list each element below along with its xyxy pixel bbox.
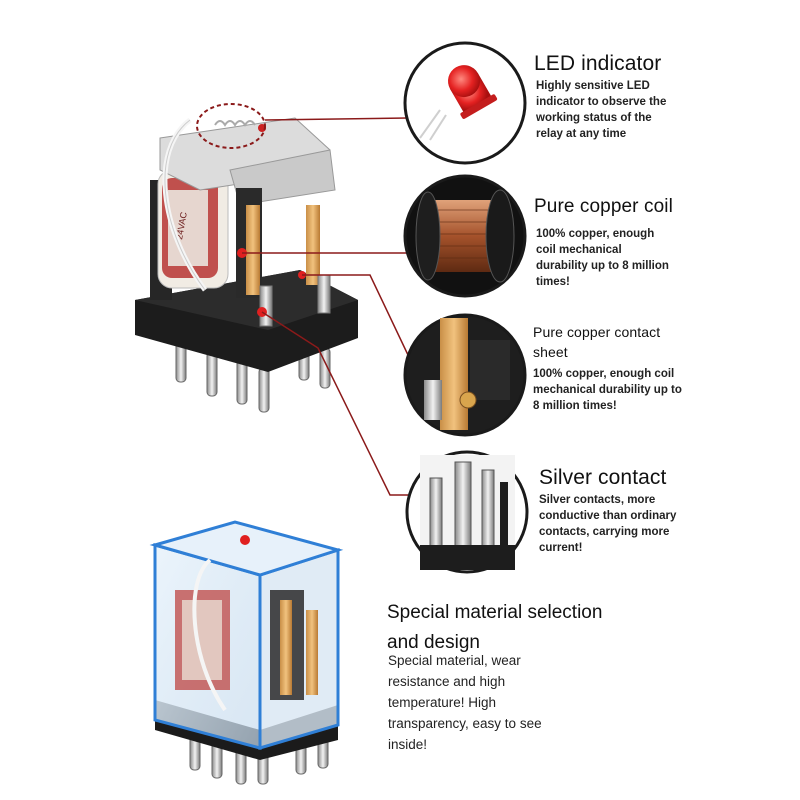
feature-desc-coil: 100% copper, enough coil mechanical dura…: [536, 228, 669, 288]
callout-lines: [242, 117, 409, 496]
coil-circle: [403, 174, 527, 298]
feature-title-silver-contact: Silver contact: [539, 466, 667, 489]
feature-desc-silver-contact: Silver contacts, more conductive than or…: [539, 494, 677, 554]
feature-title-led: LED indicator: [534, 52, 662, 75]
special-title: Special material selection and design: [387, 602, 603, 653]
feature-title-coil: Pure copper coil: [534, 196, 673, 217]
svg-text:24VAC: 24VAC: [174, 211, 189, 241]
feature-desc-contact-sheet: 100% copper, enough coil mechanical dura…: [533, 368, 682, 412]
contact-sheet-circle: [403, 313, 527, 437]
special-desc: Special material, wear resistance and hi…: [388, 653, 542, 752]
led-circle: [403, 41, 527, 165]
feature-desc-led: Highly sensitive LED indicator to observ…: [536, 80, 667, 140]
feature-title-contact-sheet: Pure copper contact sheet: [533, 324, 661, 360]
relay-open-view: 24VAC: [135, 103, 358, 413]
silver-contact-circle: [405, 450, 529, 574]
relay-case-view: [149, 520, 344, 785]
